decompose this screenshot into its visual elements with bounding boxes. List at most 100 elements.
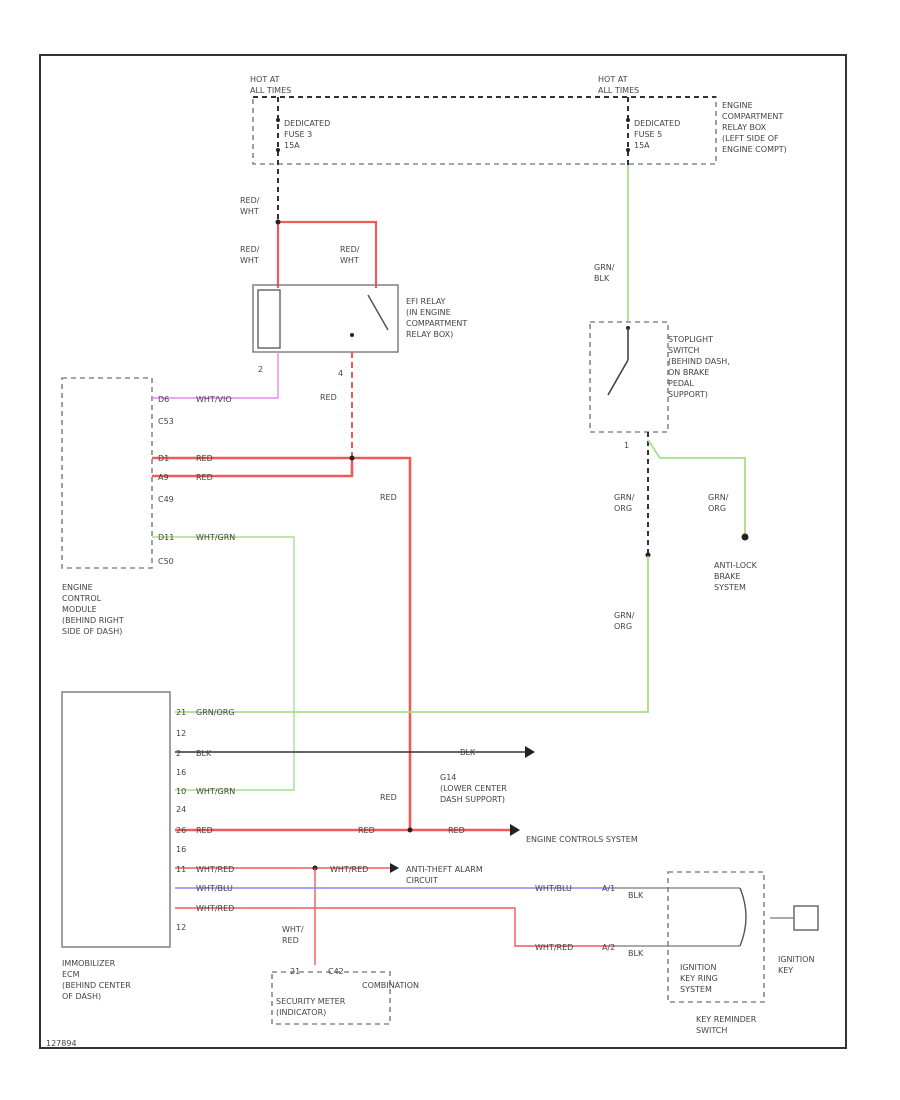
security-meter-outline — [271, 971, 391, 1025]
wire-blk-r1: BLK — [628, 891, 644, 900]
grn-org-imm-wire — [175, 556, 649, 713]
hot-at-all-times-right-line-2: ALL TIMES — [598, 86, 639, 95]
stoplight-switch-label-line-3: (BEHIND DASH, — [668, 357, 730, 366]
ecm-pin-d1: D1 — [158, 454, 169, 463]
imm-pin-3: 2 — [176, 749, 181, 758]
meter-pin-c42: C42 — [328, 967, 344, 976]
imm-wire-2: BLK — [196, 749, 212, 758]
wire-wht-red-v-line-2: RED — [282, 936, 299, 945]
stoplight-switch-arm — [607, 359, 629, 396]
stoplight-switch-label-line-2: SWITCH — [668, 346, 699, 355]
immobilizer-label-line-4: OF DASH) — [62, 992, 101, 1001]
wht-vio-wire — [152, 352, 279, 399]
efi-relay-coil — [257, 289, 281, 349]
fuse-left-bottom — [276, 148, 280, 152]
splice-red-imm — [407, 827, 413, 833]
fuse-right-bottom — [626, 148, 630, 152]
splice-red-top — [275, 219, 281, 225]
hot-at-all-times-right-line-1: HOT AT — [598, 75, 628, 84]
wire-wht-red-mid: WHT/RED — [330, 865, 368, 874]
fuse-right-label-line-1: DEDICATED — [634, 119, 680, 128]
wire-wht-red-v-line-1: WHT/ — [282, 925, 304, 934]
wire-red-3: RED — [380, 793, 397, 802]
imm-wire-1: GRN/ORG — [196, 708, 235, 717]
abs-label-line-3: SYSTEM — [714, 583, 746, 592]
imm-wire-3: WHT/GRN — [196, 787, 235, 796]
relay-box-label-line-4: (LEFT SIDE OF — [722, 134, 779, 143]
ecm-wire-2: RED — [196, 454, 213, 463]
security-meter-label-line-1: SECURITY METER — [276, 997, 346, 1006]
relay-box-label-line-5: ENGINE COMPT) — [722, 145, 787, 154]
wire-red-wht-a-line-2: WHT — [240, 207, 259, 216]
ignition-key-ring-label-line-3: SYSTEM — [680, 985, 712, 994]
key-reminder-label-line-1: KEY REMINDER — [696, 1015, 757, 1024]
ecm-wire-1: WHT/VIO — [196, 395, 232, 404]
security-meter-label-line-2: (INDICATOR) — [276, 1008, 326, 1017]
stoplight-switch-outline — [589, 321, 669, 433]
ecm-pin-c53: C53 — [158, 417, 174, 426]
anti-theft-label-line-2: CIRCUIT — [406, 876, 438, 885]
imm-pin-9: 11 — [176, 865, 186, 874]
wire-grn-org-a-line-1: GRN/ — [614, 493, 635, 502]
ecm-pin-d6: D6 — [158, 395, 169, 404]
abs-terminal — [741, 533, 749, 541]
stoplight-switch-label-line-5: PEDAL — [668, 379, 694, 388]
red-wire-down — [352, 456, 412, 830]
wht-red-key-wire — [175, 907, 612, 947]
ecm-label-line-3: MODULE — [62, 605, 97, 614]
immobilizer-label-line-2: ECM — [62, 970, 80, 979]
ignition-key-ring-label-line-2: KEY RING — [680, 974, 718, 983]
ecm-outline — [61, 377, 153, 569]
fuse-left-top — [276, 118, 280, 122]
antitheft-arrow — [390, 863, 399, 873]
fuse-left-label-line-3: 15A — [284, 141, 300, 150]
imm-wire-4: RED — [196, 826, 213, 835]
ignition-key-label-line-2: KEY — [778, 966, 793, 975]
efi-relay-label-line-3: COMPARTMENT — [406, 319, 467, 328]
abs-label-line-1: ANTI-LOCK — [714, 561, 758, 570]
ignition-key-ring-label-line-1: IGNITION — [680, 963, 716, 972]
ground-label-line-2: (LOWER CENTER — [440, 784, 507, 793]
stoplight-switch-label-line-4: ON BRAKE — [668, 368, 709, 377]
wire-red-1: RED — [320, 393, 337, 402]
imm-pin-5: 10 — [176, 787, 186, 796]
anti-theft-label-line-1: ANTI-THEFT ALARM — [406, 865, 483, 874]
ground-arrow — [525, 746, 535, 758]
pin-a1: A/1 — [602, 884, 615, 893]
immobilizer-label-line-3: (BEHIND CENTER — [62, 981, 131, 990]
efi-relay-label-line-4: RELAY BOX) — [406, 330, 453, 339]
pin-2: 2 — [258, 365, 263, 374]
fuse-right-label-line-2: FUSE 5 — [634, 130, 662, 139]
stoplight-switch-label-line-1: STOPLIGHT — [668, 335, 713, 344]
wire-wht-blu-right: WHT/BLU — [535, 884, 572, 893]
wire-grn-org-b-line-1: GRN/ — [708, 493, 729, 502]
combination-label: COMBINATION — [362, 981, 419, 990]
ecm-label-line-5: SIDE OF DASH) — [62, 627, 122, 636]
key-reminder-outline — [667, 871, 765, 1003]
wire-red-2: RED — [380, 493, 397, 502]
imm-pin-6: 24 — [176, 805, 186, 814]
ecm-pin-c49: C49 — [158, 495, 174, 504]
fuse-right-top — [626, 118, 630, 122]
wire-grn-blk-line-2: BLK — [594, 274, 610, 283]
ground-label-line-1: G14 — [440, 773, 456, 782]
abs-label-line-2: BRAKE — [714, 572, 741, 581]
efi-relay-label-line-2: (IN ENGINE — [406, 308, 451, 317]
ecm-label-line-1: ENGINE — [62, 583, 93, 592]
red-wire-relay-feed — [278, 220, 378, 288]
ecm-label-line-4: (BEHIND RIGHT — [62, 616, 124, 625]
wire-grn-org-b-line-2: ORG — [708, 504, 726, 513]
wire-red-wht-c-line-1: RED/ — [340, 245, 360, 254]
wire-grn-org-c-line-1: GRN/ — [614, 611, 635, 620]
grn-org-abs-wire — [647, 439, 746, 535]
wire-red-wht-b-line-1: RED/ — [240, 245, 260, 254]
relay-box-label-line-1: ENGINE — [722, 101, 753, 110]
footer-code: 127894 — [46, 1039, 77, 1048]
ecm-pin-c50: C50 — [158, 557, 174, 566]
key-reminder-label-line-2: SWITCH — [696, 1026, 727, 1035]
wht-grn-wire — [152, 536, 295, 791]
wire-red-mid: RED — [358, 826, 375, 835]
wire-wht-red-right: WHT/RED — [535, 943, 573, 952]
hot-at-all-times-left-line-2: ALL TIMES — [250, 86, 291, 95]
